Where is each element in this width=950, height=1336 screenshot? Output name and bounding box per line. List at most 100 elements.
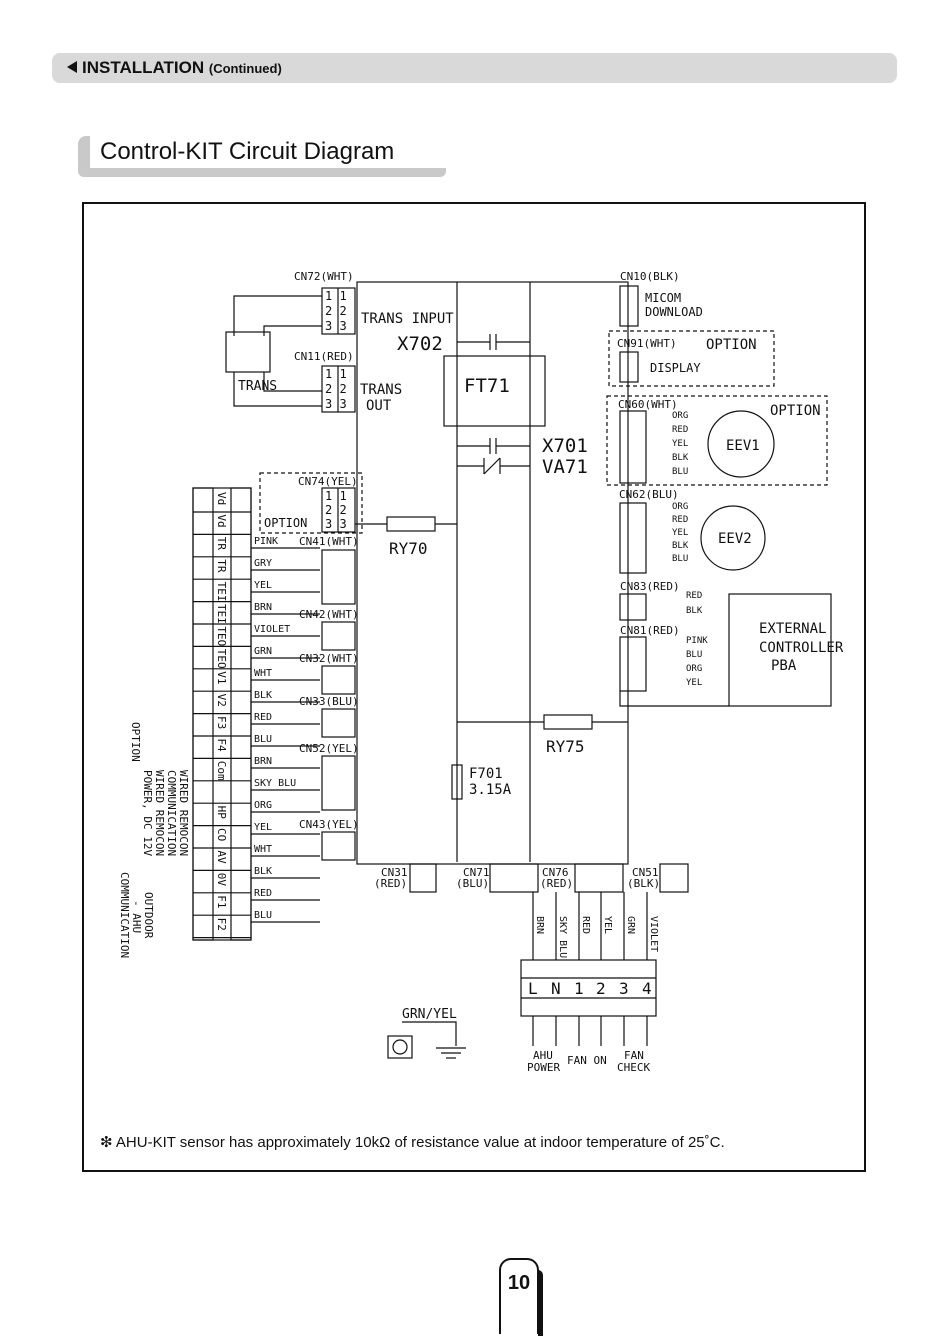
left-terminal-label: V2	[215, 694, 228, 707]
cn51-connector	[659, 863, 689, 893]
left-wire-label: BLK	[254, 690, 272, 701]
cn81-label: CN81(RED)	[620, 624, 680, 637]
cn32-connector	[321, 665, 356, 695]
side-power-label: POWER, DC 12V	[141, 770, 154, 856]
micom-label: MICOM	[645, 291, 681, 305]
cn81-wire-label: ORG	[686, 664, 702, 674]
left-terminal-label: TEI	[215, 604, 228, 624]
bottom-terminal-block	[520, 959, 657, 1017]
svg-text:2 2: 2 2	[325, 503, 347, 517]
left-wire-label: BLU	[254, 910, 272, 921]
cn76-connector	[574, 863, 624, 893]
left-wire-label: YEL	[254, 822, 272, 833]
eev1-wire-label: ORG	[672, 411, 688, 421]
cn11-label: CN11(RED)	[294, 350, 354, 363]
ry70-label: RY70	[389, 539, 428, 558]
x701-label: X701	[542, 435, 588, 457]
cn83-wire-label: BLK	[686, 606, 703, 616]
terminal-block-label: 4	[642, 979, 652, 998]
cn71-color-label: (BLU)	[456, 877, 489, 890]
eev1-wire-label: BLU	[672, 467, 688, 477]
left-terminal-label: TR	[215, 559, 228, 573]
left-wire-label: RED	[254, 712, 272, 723]
cn51-color-label: (BLK)	[627, 877, 660, 890]
left-wire-label: GRN	[254, 646, 272, 657]
left-wire-label: WHT	[254, 844, 272, 855]
cn32-label: CN32(WHT)	[299, 652, 359, 665]
bottom-wire-label: GRN	[625, 916, 636, 934]
ground-screw-icon	[392, 1039, 408, 1055]
cn74-label: CN74(YEL)	[298, 475, 358, 488]
eev2-label: EEV2	[718, 531, 752, 547]
side-comm2-label: COMMUNICATION	[118, 872, 131, 958]
transformer	[225, 331, 271, 373]
power-label: POWER	[527, 1061, 560, 1074]
cn91-option-box	[608, 330, 775, 387]
svg-text:2 2: 2 2	[325, 382, 347, 396]
bottom-wire-label: YEL	[602, 916, 613, 934]
bottom-wire-label: SKY BLU	[557, 916, 568, 958]
side-option-label: OPTION	[129, 722, 142, 762]
cn41-label: CN41(WHT)	[299, 535, 359, 548]
section-continued: (Continued)	[208, 61, 282, 76]
eev1-label: EEV1	[726, 438, 760, 454]
left-terminal-label: Vd	[215, 492, 228, 505]
cn91-connector	[619, 351, 639, 383]
terminal-block-label: 2	[596, 979, 606, 998]
download-label: DOWNLOAD	[645, 305, 703, 319]
eev2-wire-label: YEL	[672, 528, 688, 538]
svg-text:3 3: 3 3	[325, 517, 347, 531]
diagram-frame	[82, 202, 866, 1172]
cn76-color-label: (RED)	[540, 877, 573, 890]
terminal-block-label: 3	[619, 979, 629, 998]
cn83-wire-label: RED	[686, 591, 702, 601]
cn72-label: CN72(WHT)	[294, 270, 354, 283]
footnote: ❇ AHU-KIT sensor has approximately 10kΩ …	[100, 1134, 725, 1151]
svg-text:2 2: 2 2	[325, 304, 347, 318]
left-terminal-label: TEI	[215, 582, 228, 602]
section-header: INSTALLATION (Continued)	[52, 53, 897, 83]
left-wire-label: BLK	[254, 866, 272, 877]
external-controller-box	[728, 593, 832, 707]
cn62-connector	[619, 502, 647, 574]
cn31-connector	[409, 863, 437, 893]
page-title-box: Control-KIT Circuit Diagram	[78, 136, 446, 178]
terminal-block-label: 1	[574, 979, 584, 998]
cn10-connector	[619, 285, 639, 327]
left-terminal-label: V1	[215, 671, 228, 684]
cn83-label: CN83(RED)	[620, 580, 680, 593]
left-terminal-label: AV	[215, 850, 228, 864]
cn76-label: CN76	[542, 866, 569, 879]
bottom-wire-label: BRN	[534, 916, 545, 934]
cn33-connector	[321, 708, 356, 738]
cn74-option-label: OPTION	[264, 516, 307, 530]
cn81-wire-label: BLU	[686, 650, 702, 660]
fan-label: FAN	[624, 1049, 644, 1062]
left-terminal-label: TR	[215, 537, 228, 551]
page-title: Control-KIT Circuit Diagram	[100, 138, 395, 165]
terminal-block-label: N	[551, 979, 561, 998]
eev2-wire-label: RED	[672, 515, 688, 525]
left-terminal-label: Vd	[215, 514, 228, 527]
cn81-wire-label: PINK	[686, 636, 708, 646]
left-wire-label: GRY	[254, 558, 272, 569]
cn31-label: CN31	[381, 866, 408, 879]
cn31-color-label: (RED)	[374, 877, 407, 890]
eev1-wire-label: RED	[672, 425, 688, 435]
cn83-connector	[619, 593, 647, 621]
cn42-connector	[321, 621, 356, 651]
side-communication-label: COMMUNICATION	[165, 770, 178, 856]
eev2-motor	[700, 505, 766, 571]
left-wire-label: ORG	[254, 800, 272, 811]
pba-label: PBA	[771, 658, 797, 674]
cn91-option-label: OPTION	[706, 337, 757, 353]
grn-yel-label: GRN/YEL	[402, 1007, 457, 1022]
ground-terminal-icon	[387, 1035, 413, 1059]
eev2-wire-label: ORG	[672, 502, 688, 512]
cn71-label: CN71	[463, 866, 490, 879]
left-wire-label: WHT	[254, 668, 272, 679]
cn60-option-label: OPTION	[770, 403, 821, 419]
eev2-wire-label: BLK	[672, 541, 689, 551]
left-terminal-label: TEO	[215, 649, 228, 669]
